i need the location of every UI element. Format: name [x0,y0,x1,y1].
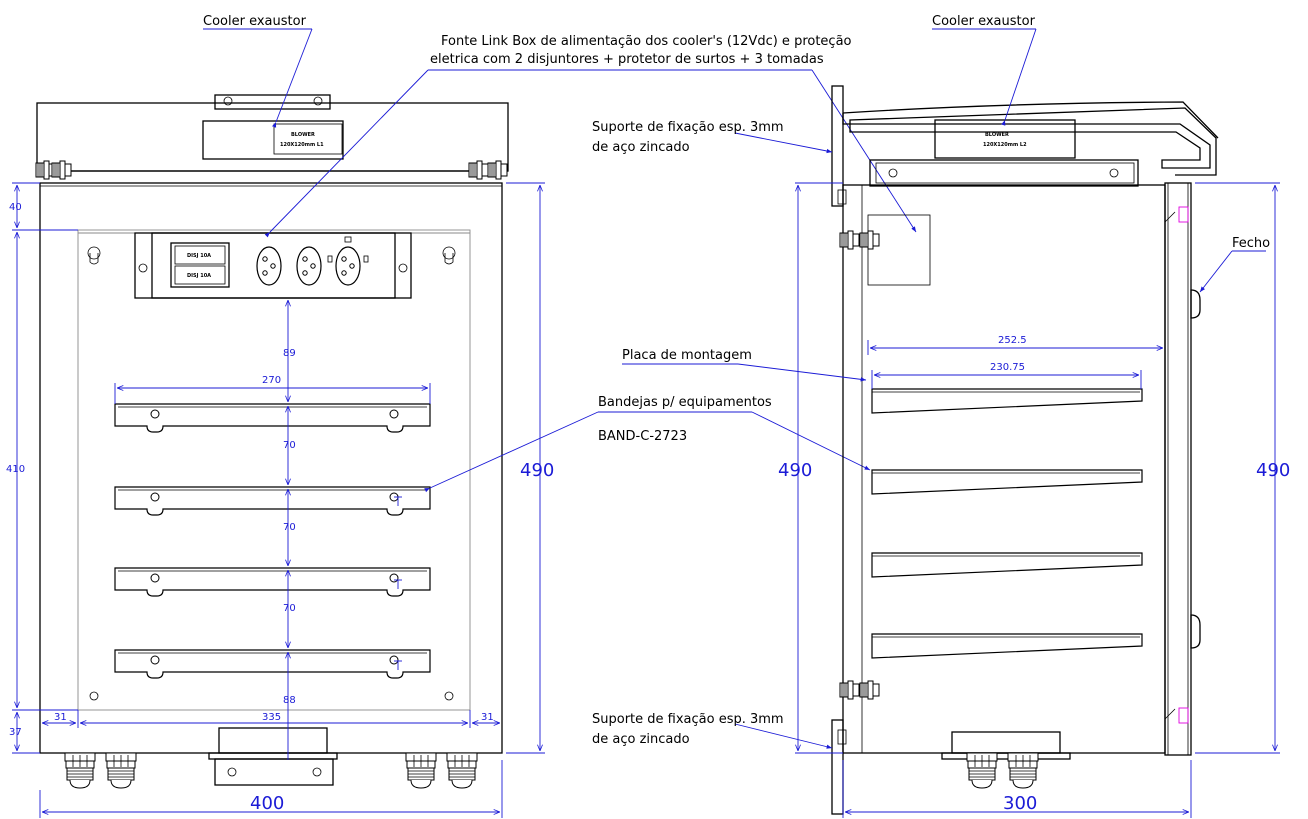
outlet-3 [335,246,361,286]
outlet-1 [256,246,282,286]
dim-top-offset: 40 [9,202,22,213]
dim-front-width: 400 [250,793,284,814]
dim-side-height-left: 490 [778,460,812,481]
label-suporte-bottom-line1: Suporte de fixação esp. 3mm [592,712,784,727]
dim-left-margin: 31 [54,712,67,723]
label-cooler-right: Cooler exaustor [932,14,1036,29]
dim-gap-1: 70 [283,440,296,451]
side-tray-2 [871,469,1143,495]
keyhole-icon [87,246,456,701]
side-labels: Cooler exaustor Suporte de fixação esp. … [592,14,1270,749]
dim-gap-top: 89 [283,348,296,359]
side-tray-3 [871,552,1143,578]
side-tray-4 [871,633,1143,659]
dim-plate-width: 335 [262,712,281,723]
label-suporte-top-line1: Suporte de fixação esp. 3mm [592,120,784,135]
label-suporte-bottom-line2: de aço zincado [592,732,690,747]
label-bandejas-line1: Bandejas p/ equipamentos [598,395,772,410]
dim-gap-3: 70 [283,603,296,614]
label-cooler-left: Cooler exaustor [203,14,307,29]
dim-tray-width: 270 [262,375,281,386]
front-dimensions: 400 490 40 410 37 31 335 31 270 89 70 [6,182,554,818]
label-suporte-top-line2: de aço zincado [592,140,690,155]
dim-bottom-offset: 37 [9,727,22,738]
dim-gap-bottom: 88 [283,695,296,706]
outlet-2 [296,246,322,286]
breaker-2-label: DISJ 10A [187,273,211,279]
dim-tray-depth: 230.75 [990,362,1025,373]
front-view: BLOWER 120X120mm L1 DISJ 10A DISJ 10A [35,94,509,789]
tray-1 [114,403,431,433]
blower-left-line2: 120X120mm L1 [280,142,324,148]
front-labels: Cooler exaustor Fonte Link Box de alimen… [203,14,917,493]
blower-right-line1: BLOWER [985,132,1009,138]
tray-2 [114,486,431,516]
breaker-1-label: DISJ 10A [187,253,211,259]
side-view: BLOWER 120X120mm L2 [831,85,1219,815]
dim-front-height: 490 [520,460,554,481]
blower-right-line2: 120X120mm L2 [983,142,1027,148]
dim-right-margin: 31 [481,712,494,723]
tray-3 [114,567,431,597]
dim-gap-2: 70 [283,522,296,533]
dim-side-depth: 300 [1003,793,1037,814]
tray-4 [114,649,431,679]
dim-side-height-right: 490 [1256,460,1290,481]
label-fonte-line2: eletrica com 2 disjuntores + protetor de… [430,52,824,67]
dim-plate-height: 410 [6,464,25,475]
side-dimensions: 490 490 300 252.5 230.75 [778,182,1290,818]
side-tray-1 [871,388,1143,414]
dim-plate-depth: 252.5 [998,335,1027,346]
label-placa: Placa de montagem [622,348,752,363]
label-fecho: Fecho [1232,236,1270,251]
blower-left-line1: BLOWER [291,132,315,138]
label-bandejas-line2: BAND-C-2723 [598,429,687,444]
label-fonte-line1: Fonte Link Box de alimentação dos cooler… [441,34,852,49]
